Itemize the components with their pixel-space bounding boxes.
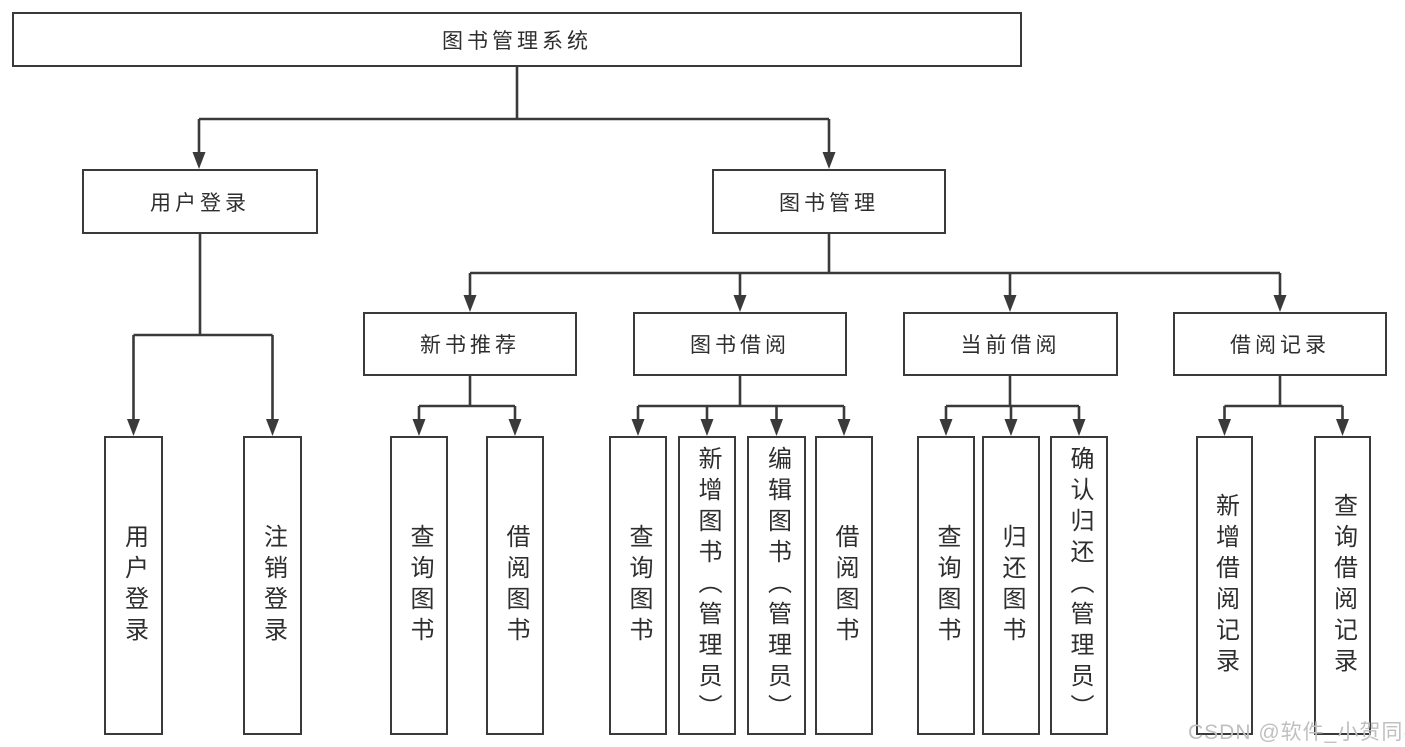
node-new-book-recommend-label: 新书推荐: [420, 334, 520, 357]
node-current-borrow: 当前借阅: [903, 312, 1118, 376]
connector-current-to-leaves: [939, 376, 1086, 436]
leaf-borrow-edit-books-admin: 编辑图书（管理员）: [747, 436, 806, 735]
node-root-system: 图书管理系统: [12, 12, 1022, 67]
leaf-current-return-books: 归还图书: [982, 436, 1040, 735]
node-borrow-records: 借阅记录: [1173, 312, 1387, 376]
leaf-current-confirm-return-admin-label: 确认归还（管理员）: [1066, 446, 1093, 725]
leaf-current-confirm-return-admin: 确认归还（管理员）: [1050, 436, 1108, 735]
connector-newbooks-to-leaves: [412, 376, 522, 436]
leaf-logout-label: 注销登录: [259, 523, 287, 648]
leaf-records-query-record: 查询借阅记录: [1314, 436, 1371, 735]
node-user-login: 用户登录: [82, 169, 318, 234]
leaf-borrow-add-books-admin-label: 新增图书（管理员）: [694, 446, 721, 725]
node-book-borrow: 图书借阅: [633, 312, 847, 376]
connector-login-to-leaves: [127, 234, 279, 436]
leaf-borrow-query-books-label: 查询图书: [625, 523, 652, 648]
leaf-newbooks-borrow-books-label: 借阅图书: [502, 523, 529, 648]
leaf-records-add-record-label: 新增借阅记录: [1211, 492, 1239, 679]
leaf-current-query-books-label: 查询图书: [933, 523, 960, 648]
leaf-user-login-label: 用户登录: [120, 523, 148, 648]
connector-management-to-level3: [463, 234, 1287, 312]
leaf-newbooks-query-books: 查询图书: [390, 436, 448, 735]
leaf-logout: 注销登录: [243, 436, 302, 735]
leaf-borrow-edit-books-admin-label: 编辑图书（管理员）: [763, 446, 791, 725]
csdn-watermark: CSDN @软件_小贺同学: [1188, 721, 1405, 744]
node-root-label: 图书管理系统: [442, 29, 592, 53]
node-book-borrow-label: 图书借阅: [690, 334, 790, 357]
node-current-borrow-label: 当前借阅: [960, 334, 1061, 357]
leaf-borrow-borrow-books-label: 借阅图书: [831, 523, 858, 648]
leaf-records-add-record: 新增借阅记录: [1196, 436, 1253, 735]
connector-root-to-level2: [192, 67, 836, 169]
node-book-management-label: 图书管理: [779, 191, 879, 215]
connector-borrow-to-leaves: [631, 376, 851, 436]
connector-records-to-leaves: [1218, 376, 1349, 436]
leaf-borrow-borrow-books: 借阅图书: [815, 436, 873, 735]
node-borrow-records-label: 借阅记录: [1230, 334, 1330, 357]
node-book-management: 图书管理: [712, 169, 946, 234]
leaf-borrow-add-books-admin: 新增图书（管理员）: [678, 436, 736, 735]
leaf-user-login: 用户登录: [104, 436, 163, 735]
node-new-book-recommend: 新书推荐: [363, 312, 577, 376]
leaf-newbooks-query-books-label: 查询图书: [406, 523, 433, 648]
leaf-current-query-books: 查询图书: [917, 436, 975, 735]
leaf-borrow-query-books: 查询图书: [609, 436, 667, 735]
leaf-records-query-record-label: 查询借阅记录: [1329, 492, 1357, 679]
leaf-newbooks-borrow-books: 借阅图书: [486, 436, 544, 735]
node-user-login-label: 用户登录: [150, 191, 250, 215]
leaf-current-return-books-label: 归还图书: [998, 523, 1025, 648]
